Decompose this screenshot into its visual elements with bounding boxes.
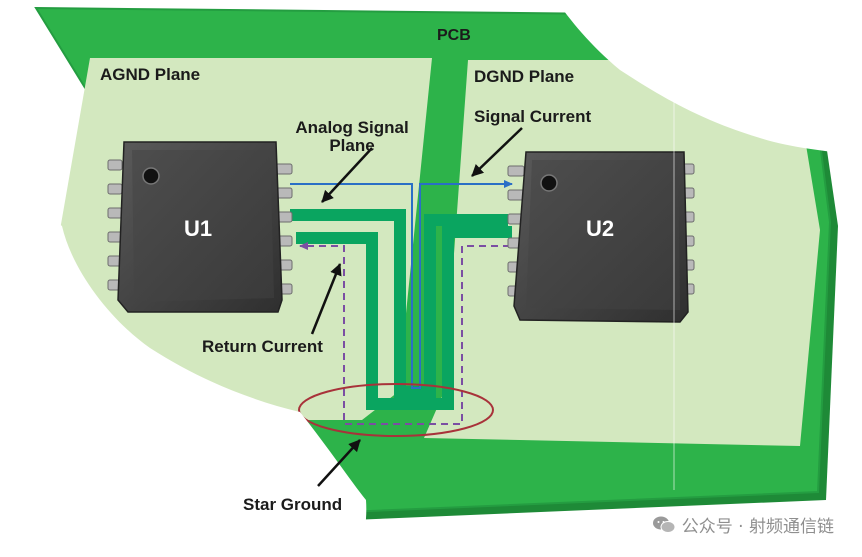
pcb-label: PCB [437,27,471,44]
wechat-icon [652,515,676,535]
dgnd-plane-label: DGND Plane [474,67,574,86]
star-ground-label: Star Ground [243,495,342,514]
star-ground-arrow [317,439,361,487]
chip-u1 [107,141,293,313]
watermark: 公众号 · 射频通信链 [652,512,834,537]
torn-edge-bottom [350,530,862,557]
return-current-path [299,242,510,425]
return-current-arrow [310,263,342,335]
analog-signal-label-line2: Plane [329,136,374,155]
u1-label: U1 [184,216,212,241]
analog-signal-arrow [321,147,373,203]
chip-u1-pin1-dot [142,167,160,185]
agnd-plane-label: AGND Plane [100,65,200,84]
analog-signal-trace [290,209,508,398]
star-ground-ring [298,383,494,437]
u2-label: U2 [586,216,614,241]
torn-edge-right [556,0,862,156]
return-current-label: Return Current [202,337,323,356]
ground-return-path [296,226,512,410]
chip-u1-pins-left [107,159,123,291]
torn-edge-left [0,180,367,557]
signal-current-label: Signal Current [474,107,591,126]
signal-current-path [290,180,513,389]
chip-u2-pin1-dot [540,174,558,192]
chip-u2 [507,151,695,323]
analog-signal-label-line1: Analog Signal [295,118,408,137]
watermark-text: 公众号 · 射频通信链 [681,517,834,537]
signal-current-arrow [471,127,523,177]
